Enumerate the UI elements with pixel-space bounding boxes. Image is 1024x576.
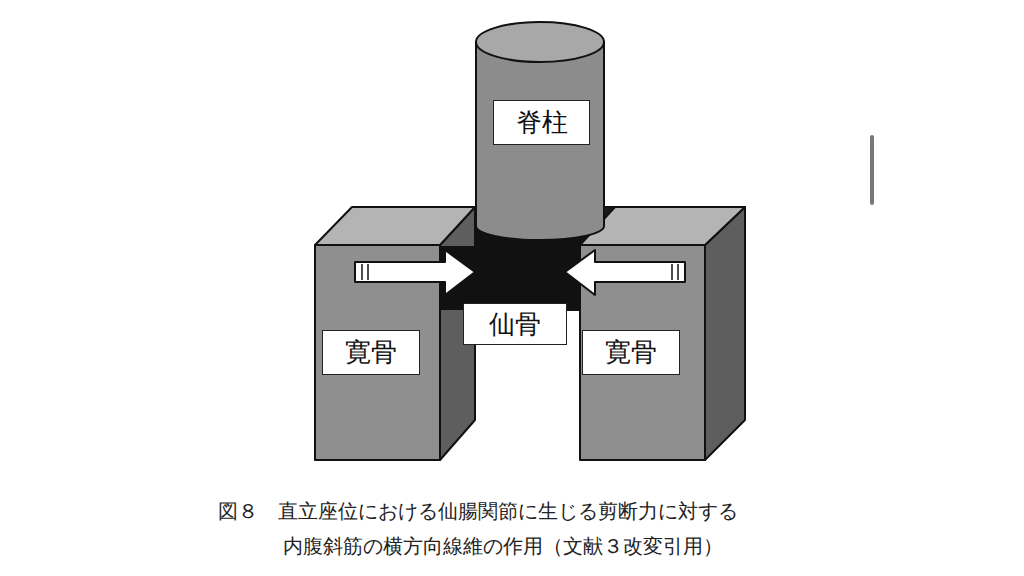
arrow-tail-mark bbox=[367, 264, 369, 280]
bone-label: 寛骨 bbox=[605, 338, 657, 367]
bone-label: 脊柱 bbox=[516, 108, 568, 137]
ilium-side bbox=[705, 207, 745, 460]
bone-label: 寛骨 bbox=[345, 338, 397, 367]
label-box: 寛骨 bbox=[322, 330, 420, 375]
force-arrow bbox=[565, 250, 685, 295]
ilium-top bbox=[315, 207, 475, 245]
arrow-tail-mark bbox=[361, 264, 363, 280]
spine-cylinder bbox=[476, 42, 604, 240]
label-box: 脊柱 bbox=[493, 100, 590, 145]
spine-top bbox=[476, 22, 604, 62]
force-arrow bbox=[355, 250, 475, 295]
label-box: 仙骨 bbox=[463, 303, 567, 345]
label-box: 寛骨 bbox=[582, 330, 680, 375]
arrow-tail-mark bbox=[677, 264, 679, 280]
scrollbar bbox=[870, 135, 874, 205]
figure-caption: 図８ 直立座位における仙腸関節に生じる剪断力に対する 内腹斜筋の横方向線維の作用… bbox=[218, 494, 742, 564]
bone-label: 仙骨 bbox=[489, 310, 541, 339]
arrow-tail-mark bbox=[671, 264, 673, 280]
